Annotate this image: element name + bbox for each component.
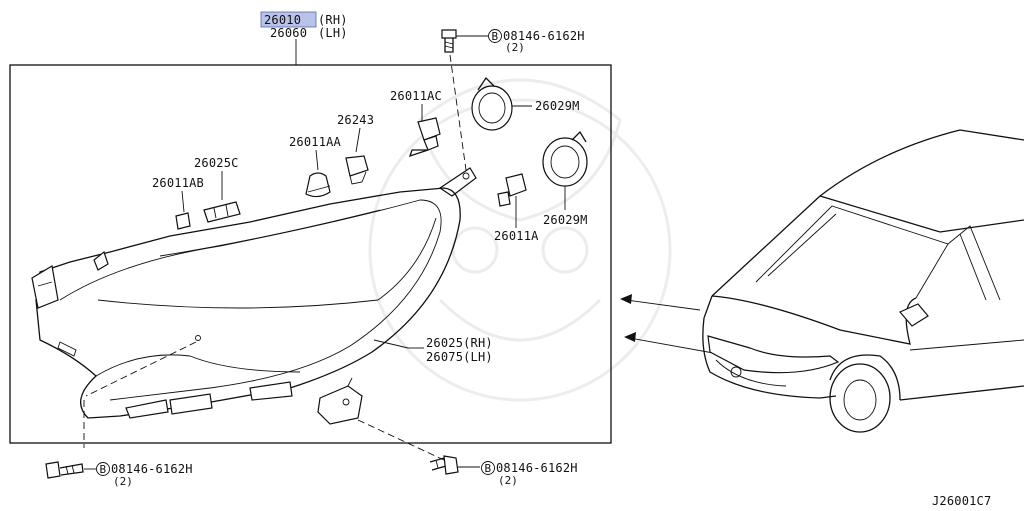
cap-26029M-top [471,76,513,131]
bolt-bottom-left [45,461,96,479]
location-arrows [620,294,731,357]
part-number-26243[interactable]: 26243 [337,113,374,127]
bolt-marker-bottom-center [481,461,495,475]
part-number-26011AB[interactable]: 26011AB [152,176,204,190]
socket-26025C [203,201,241,223]
part-highlight [260,11,317,28]
part-number-26060[interactable]: 26060 [270,26,307,40]
part-number-bolt-top[interactable]: 08146-6162H [503,29,585,43]
bolt-top [441,29,488,53]
part-number-bolt-bottom-center[interactable]: 08146-6162H [496,461,578,475]
bolt-marker-bottom-left [96,462,110,476]
part-number-26010[interactable]: 26010 [264,13,301,27]
bulb-26011AC [408,117,441,158]
part-suffix-rh: (RH) [318,13,348,27]
bolt-bottom-center [429,455,480,475]
bulb-26011A [497,173,527,207]
part-number-26011AC[interactable]: 26011AC [390,89,442,103]
bulb-26011AB [175,212,191,230]
diagram-code: J26001C7 [932,494,991,508]
part-number-26025[interactable]: 26025(RH) [426,336,493,350]
part-number-26029M-top[interactable]: 26029M [535,99,580,113]
part-number-26029M-lower[interactable]: 26029M [543,213,588,227]
bolt-marker-letter-bottom-center: B [485,462,492,475]
part-number-26025C[interactable]: 26025C [194,156,239,170]
bulb-26011AA [305,172,331,198]
assembly-frame [9,64,612,444]
part-number-26011AA[interactable]: 26011AA [289,135,342,149]
headlamp-assembly [31,167,477,419]
qty-bolt-bottom-center: (2) [498,474,518,487]
mounting-bracket [317,377,363,425]
bolt-marker-letter-bottom-left: B [100,463,107,476]
socket-26243 [345,155,369,185]
cap-26029M-lower [542,130,588,187]
bolt-marker-top [488,29,502,43]
part-suffix-lh: (LH) [318,26,348,40]
bolt-marker-letter-top: B [492,30,499,43]
qty-bolt-top: (2) [505,41,525,54]
vehicle-illustration [702,129,1024,433]
part-number-bolt-bottom-left[interactable]: 08146-6162H [111,462,193,476]
qty-bolt-bottom-left: (2) [113,475,133,488]
part-number-26011A[interactable]: 26011A [494,229,539,243]
part-number-26075[interactable]: 26075(LH) [426,350,493,364]
